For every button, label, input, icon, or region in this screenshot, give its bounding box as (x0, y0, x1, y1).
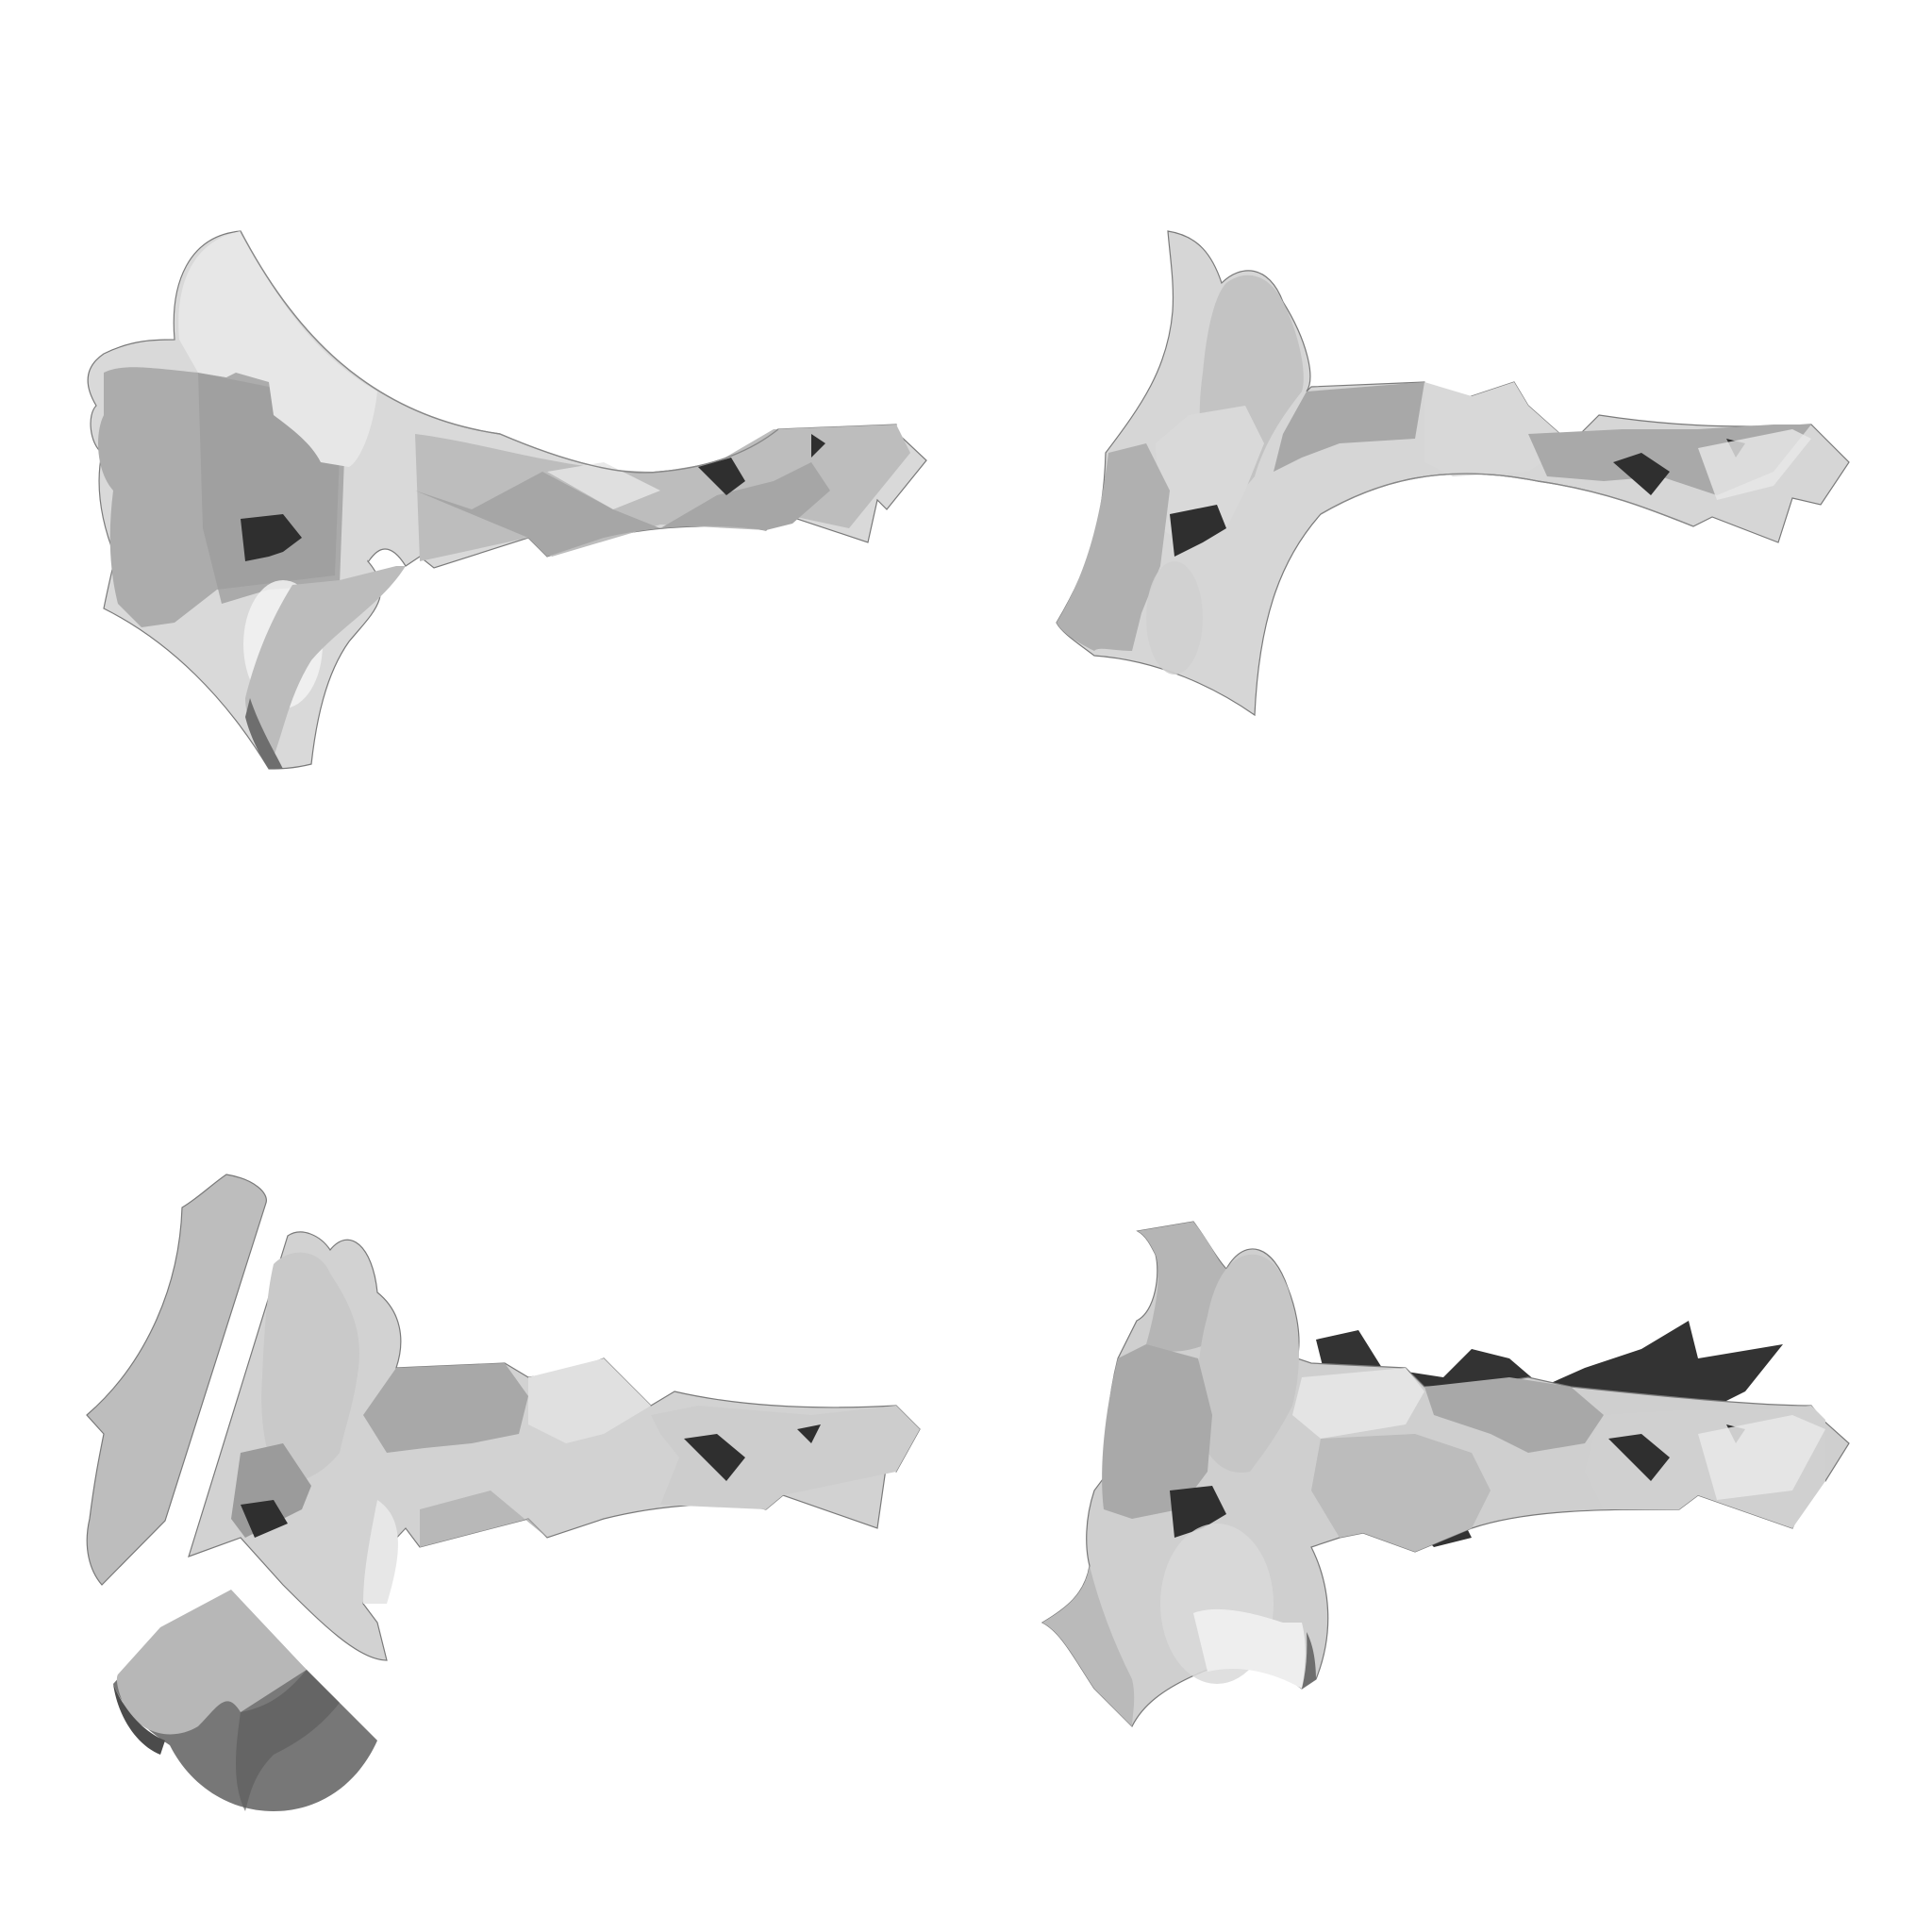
shard-patch (1102, 1344, 1212, 1519)
shard-patch (1057, 443, 1170, 651)
shard-chunk (236, 1670, 340, 1811)
shard-ghost-ellipse (1146, 561, 1203, 675)
bottom-right-shard (1041, 1221, 1850, 1728)
shard-patch (245, 698, 283, 769)
shard-patch (1698, 1415, 1825, 1500)
shard-patch (245, 566, 406, 769)
shard-notch (241, 1500, 288, 1538)
shard-patch (1311, 1434, 1491, 1552)
shard-patch (1042, 1566, 1135, 1726)
top-right-shard (1056, 230, 1850, 717)
shard-patch (651, 1406, 920, 1509)
shard-patch (363, 1500, 398, 1604)
shard-notch (1170, 505, 1226, 557)
shard-patch (1698, 429, 1811, 500)
shard-patch (547, 462, 660, 509)
shard-patch (363, 1363, 528, 1453)
shard-notch (241, 514, 302, 561)
shard-patch (1197, 1254, 1299, 1473)
shard-chunk (116, 1590, 307, 1735)
shard-patch (1292, 1368, 1424, 1439)
shard-notch (1170, 1486, 1226, 1538)
shard-patch (1613, 453, 1670, 495)
shard-patch (415, 462, 830, 557)
shard-patch (261, 1252, 359, 1483)
shard-patch (1302, 1632, 1316, 1689)
shard-patch (1138, 1222, 1226, 1352)
shard-patch (797, 1424, 821, 1443)
shard-patch (698, 458, 745, 495)
shard-chunk (113, 1684, 165, 1755)
shard-patch (1608, 1434, 1670, 1481)
shard-patch (528, 1358, 651, 1443)
shard-patch (178, 231, 377, 467)
bottom-left-shard (86, 1174, 921, 1811)
shard-patch (684, 1434, 745, 1481)
shard-patch (420, 1491, 547, 1547)
shard-patch (1424, 382, 1571, 476)
shard-patch (1424, 1377, 1604, 1453)
shard-patch (1193, 1608, 1306, 1689)
top-left-shard (87, 230, 927, 770)
shard-patch (811, 434, 825, 458)
shard-patch (1274, 382, 1424, 472)
shard-rim (1320, 473, 1694, 527)
shard-blade (86, 1174, 267, 1586)
shard-rim (240, 230, 779, 474)
